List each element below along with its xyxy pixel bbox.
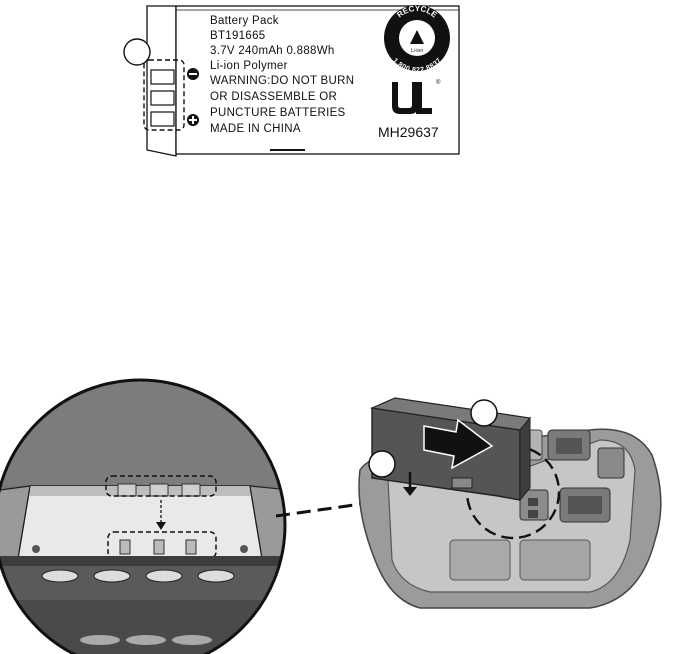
label-line: OR DISASSEMBLE OR	[210, 91, 337, 103]
step-marker-icon	[471, 400, 497, 426]
label-line: BT191665	[210, 30, 265, 42]
connector-zoom-inset	[0, 375, 300, 654]
step-marker-icon	[369, 451, 395, 477]
label-line: MADE IN CHINA	[210, 123, 301, 135]
svg-text:®: ®	[436, 79, 441, 86]
label-line: Battery Pack	[210, 15, 279, 27]
label-line: WARNING:DO NOT BURN	[210, 75, 354, 87]
recycle-seal-icon: RECYCLE 1.800.822.8837 Li-ion	[384, 4, 450, 74]
label-line: 3.7V 240mAh 0.888Wh	[210, 45, 335, 57]
model-code: MH29637	[378, 124, 439, 140]
svg-text:Li-ion: Li-ion	[411, 48, 423, 54]
step-marker-icon	[124, 39, 150, 65]
label-line: Li-ion Polymer	[210, 60, 288, 72]
label-line: PUNCTURE BATTERIES	[210, 107, 346, 119]
battery-pack: Battery Pack BT191665 3.7V 240mAh 0.888W…	[124, 4, 459, 156]
